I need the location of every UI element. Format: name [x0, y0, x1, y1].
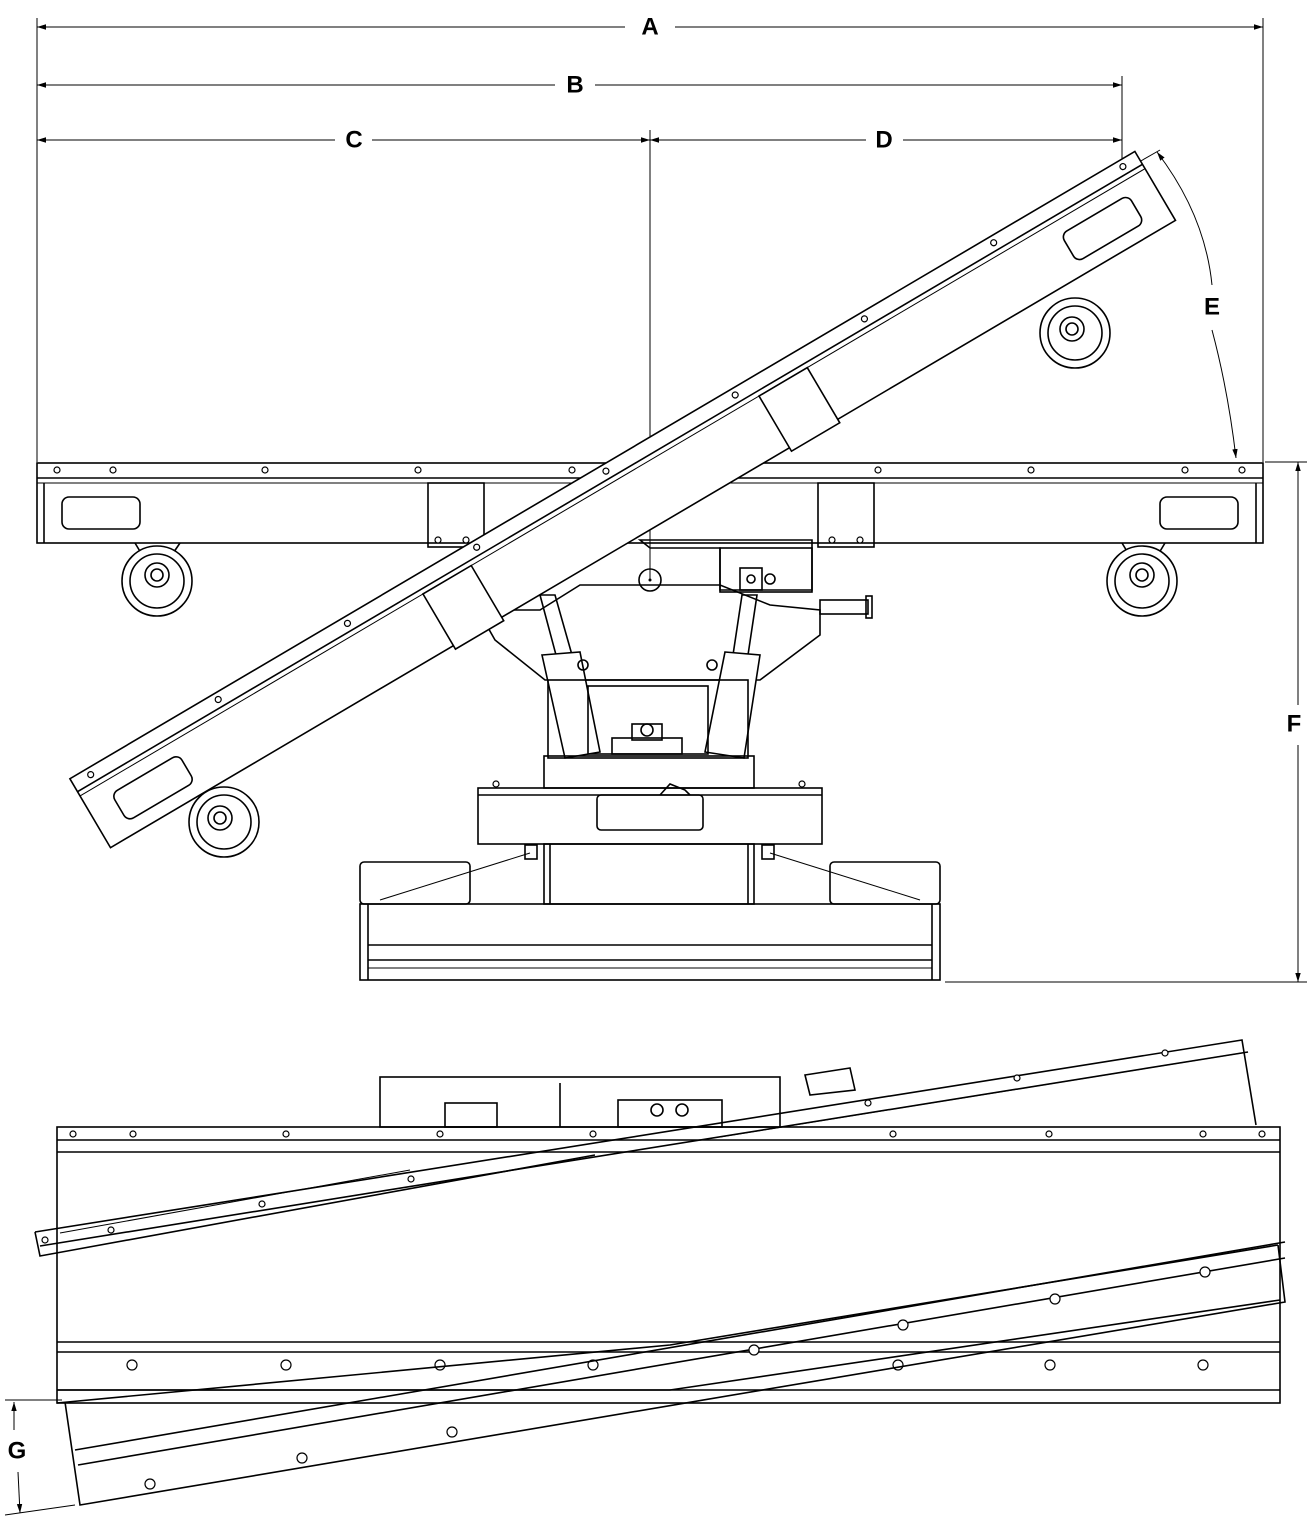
dimension-label-g: G	[8, 1437, 27, 1464]
dimension-a: A	[37, 13, 1263, 40]
dimension-label-c: C	[345, 126, 362, 153]
caster-wheel-angled-left	[188, 786, 260, 858]
dimension-g: G	[4, 1399, 76, 1516]
dimension-f: F	[945, 461, 1307, 983]
caster-wheel-angled-right	[1039, 297, 1111, 369]
front-bolt-holes	[69, 1130, 1266, 1371]
hydraulic-cylinder-left	[538, 594, 601, 759]
dimension-label-e: E	[1204, 293, 1220, 320]
dimension-lines: A B C D E	[4, 13, 1307, 1516]
dimension-label-d: D	[875, 126, 892, 153]
dimension-label-a: A	[641, 13, 658, 40]
blade-front-view	[34, 1039, 1286, 1506]
caster-wheel-left	[121, 542, 193, 617]
dimension-label-f: F	[1287, 710, 1302, 737]
angled-blade-top-view	[68, 150, 1177, 858]
blade-bolt-holes	[53, 466, 1246, 544]
vehicle-mount	[359, 852, 941, 981]
angled-front-bolt-holes	[41, 1049, 1169, 1244]
dimension-c: C	[37, 126, 650, 153]
dimension-label-b: B	[566, 71, 583, 98]
dimension-b: B	[37, 71, 1122, 98]
hydraulic-cylinder-right	[704, 594, 761, 759]
caster-wheel-right	[1106, 542, 1178, 617]
angled-lower-bolt-holes	[144, 1266, 1211, 1490]
dimension-d: D	[650, 126, 1122, 153]
frame-assembly	[359, 539, 941, 981]
dimension-e: E	[1124, 149, 1238, 459]
